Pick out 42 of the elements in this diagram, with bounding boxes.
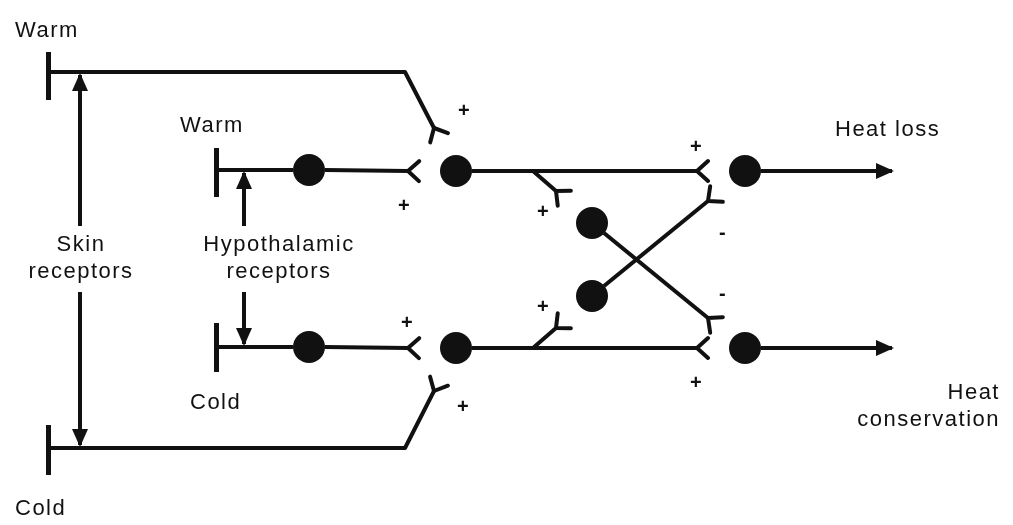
synapse-connection [472,169,573,208]
neuron-dot [440,332,472,364]
synapse-sign: + [457,396,471,416]
neuron-dot [293,331,325,363]
arrow [761,340,894,356]
arrow [236,292,252,346]
output-label: Heat loss [835,115,941,142]
synapse-connection [51,374,450,450]
neuron-dot [729,155,761,187]
receptor-label: Warm [15,16,79,43]
group-label: Hypothalamic receptors [202,230,356,284]
neuron-dot [729,332,761,364]
synapse-sign: + [458,100,472,120]
synapse-sign: + [690,136,704,156]
arrow [236,171,252,226]
arrow [72,292,88,447]
neuron-dot [576,280,608,312]
synapse-connection [602,231,725,335]
neuron-dot [440,155,472,187]
synapse-connection [602,184,725,288]
synapse-connection [472,336,710,360]
axon-line [219,345,293,349]
synapse-sign: + [690,372,704,392]
output-label: Heat conservation [856,378,1000,432]
receptor-label: Cold [15,494,67,521]
neuron-dot [293,154,325,186]
synapse-sign: + [401,312,415,332]
arrow [761,163,894,179]
arrow [72,73,88,226]
synapse-sign: - [719,222,728,242]
receptor-label: Warm [180,111,244,138]
neuron-dot [576,207,608,239]
group-label: Skin receptors [27,230,135,284]
axon-line [219,168,293,172]
synapse-sign: + [537,201,551,221]
synapse-connection [324,336,422,361]
synapse-connection [324,159,422,184]
synapse-sign: + [398,195,412,215]
synapse-connection [51,70,450,145]
receptor-label: Cold [190,388,242,415]
synapse-sign: - [719,283,728,303]
synapse-sign: + [537,296,551,316]
